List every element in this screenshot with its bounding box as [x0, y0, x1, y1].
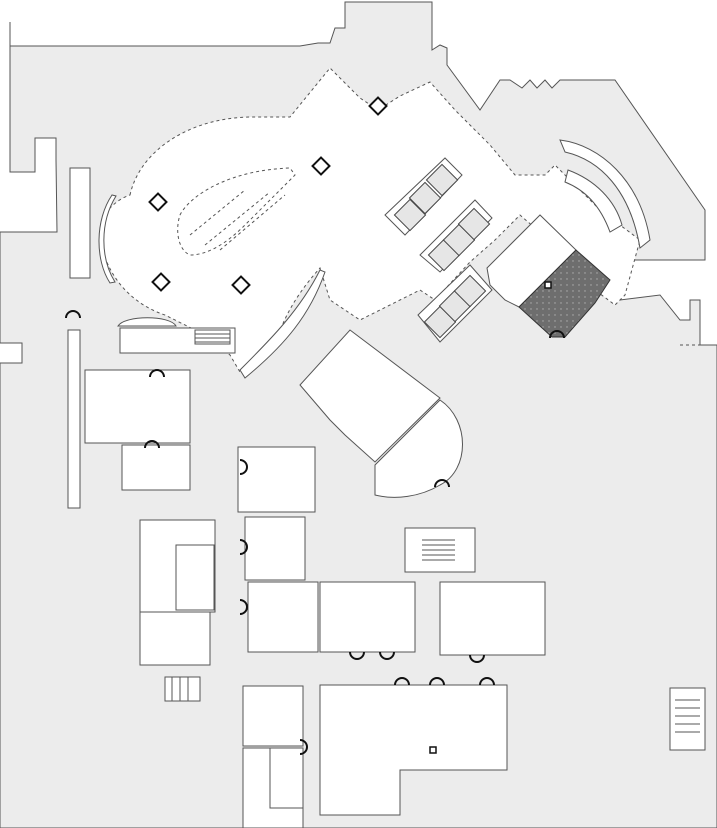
room[interactable] — [121, 444, 191, 491]
room-large[interactable] — [319, 684, 508, 816]
diamond-column — [368, 96, 388, 116]
room[interactable] — [244, 516, 306, 581]
curved-wall-south — [239, 269, 326, 379]
stair — [194, 329, 231, 345]
stair — [164, 676, 201, 702]
room[interactable] — [242, 685, 304, 747]
elevator-core-2 — [419, 199, 493, 273]
room[interactable] — [84, 369, 191, 444]
corridor-wall — [67, 329, 81, 509]
room[interactable] — [319, 581, 416, 653]
diamond-column — [311, 156, 331, 176]
stair — [404, 527, 476, 573]
curved-structure-east — [559, 139, 651, 249]
atrium — [99, 67, 641, 373]
curved-structure-inner — [564, 169, 623, 233]
square-marker — [429, 746, 437, 754]
diamond-column — [148, 192, 168, 212]
room[interactable] — [439, 581, 546, 656]
room[interactable] — [237, 446, 316, 513]
tiered-seating-rows — [189, 189, 286, 251]
doors — [65, 310, 565, 755]
stair — [669, 687, 706, 751]
room[interactable] — [175, 544, 215, 611]
diamond-column — [151, 272, 171, 292]
tiered-seating — [177, 167, 296, 256]
room-diagonal[interactable] — [299, 329, 441, 463]
curved-wall-west — [98, 194, 117, 284]
diamond-column — [231, 275, 251, 295]
room[interactable] — [69, 167, 91, 279]
room-rounded[interactable] — [374, 399, 463, 498]
elevator-core-3 — [417, 264, 493, 343]
highlighted-room[interactable] — [518, 249, 611, 338]
room[interactable] — [247, 581, 319, 653]
selected-room-marker — [544, 281, 552, 289]
room[interactable] — [139, 611, 211, 666]
room[interactable] — [269, 747, 304, 809]
elevator-core-1 — [384, 157, 463, 236]
room-dome — [117, 317, 177, 327]
